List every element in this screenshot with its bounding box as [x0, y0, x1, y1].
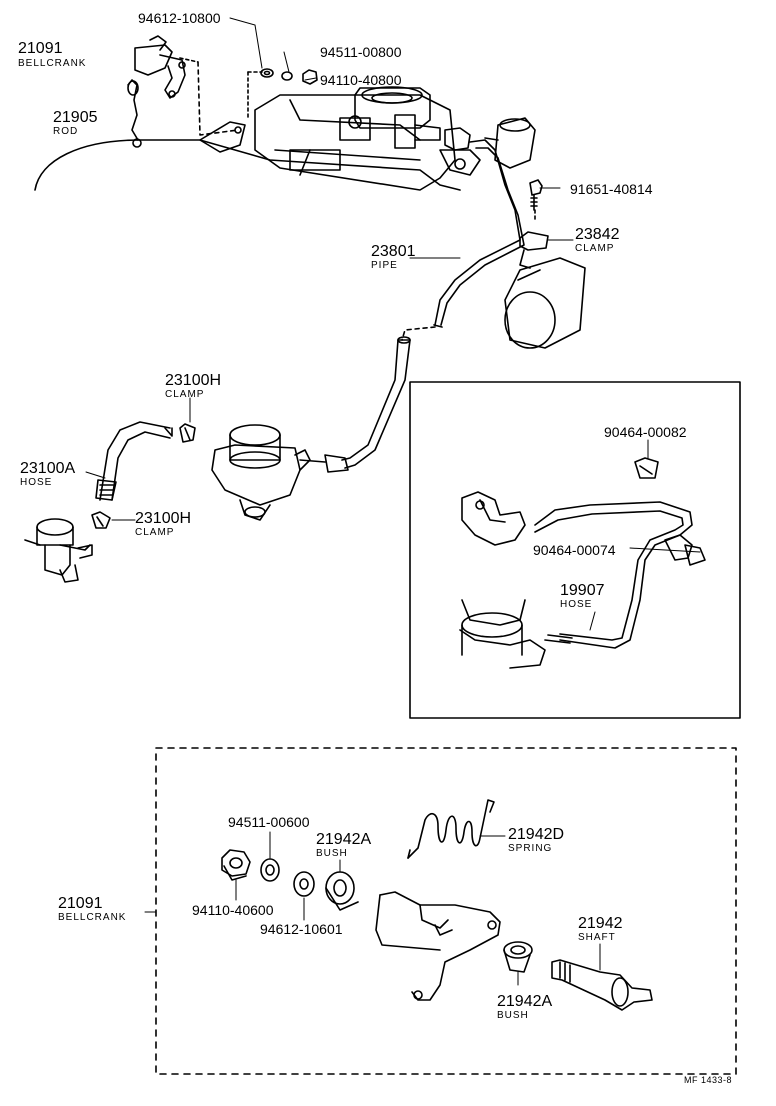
exploded-frame [155, 747, 737, 1075]
label-bellcrank-top: BELLCRANK [18, 58, 87, 69]
pipe-icon [434, 139, 521, 326]
washer-icon [293, 871, 315, 897]
label-90464-00074: 90464-00074 [533, 542, 616, 558]
bolt-icon [529, 179, 543, 196]
nut-icon [302, 69, 318, 85]
label-bellcrank-bottom: BELLCRANK [58, 912, 127, 923]
label-90464-00082: 90464-00082 [604, 424, 687, 440]
label-rod: ROD [53, 126, 79, 137]
label-23801: 23801 [371, 243, 416, 260]
label-19907: 19907 [560, 582, 605, 599]
label-94110-40600: 94110-40600 [192, 902, 274, 918]
hose-icon [99, 421, 171, 501]
label-hose-19907: HOSE [560, 599, 593, 610]
clamp-icon [634, 457, 659, 479]
clamp-icon [179, 423, 196, 443]
label-94110-40800: 94110-40800 [320, 72, 402, 88]
label-pipe: PIPE [371, 260, 398, 271]
label-hose-a: HOSE [20, 477, 53, 488]
label-spring: SPRING [508, 843, 553, 854]
label-21942a-top: 21942A [316, 831, 372, 848]
label-clamp-23842: CLAMP [575, 243, 615, 254]
spring-icon [407, 799, 495, 859]
inset-frame [409, 381, 741, 719]
label-23100h-top: 23100H [165, 372, 222, 389]
washer-icon [281, 71, 293, 81]
bellcrank-top-icon [134, 44, 173, 76]
bush-icon [325, 871, 355, 905]
label-bush-top: BUSH [316, 848, 348, 859]
carb-inset [461, 491, 526, 546]
label-clamp-bottom: CLAMP [135, 527, 175, 538]
carburetor-body [354, 87, 431, 129]
label-21905: 21905 [53, 109, 98, 126]
label-91651-40814: 91651-40814 [570, 181, 653, 197]
clamp-icon [519, 231, 549, 251]
rod-icon [127, 79, 139, 141]
shaft-icon [551, 959, 653, 1011]
vacuum-valve-icon [229, 424, 281, 446]
label-94511-00600: 94511-00600 [228, 814, 310, 830]
label-21942a-bottom: 21942A [497, 993, 553, 1010]
cylinder-part [504, 257, 586, 349]
label-23100a: 23100A [20, 460, 76, 477]
label-21091-bottom: 21091 [58, 895, 103, 912]
label-bush-bottom: BUSH [497, 1010, 529, 1021]
manifold-body [254, 94, 456, 191]
nut-icon [221, 849, 251, 877]
label-94511-00800: 94511-00800 [320, 44, 402, 60]
label-clamp-top: CLAMP [165, 389, 205, 400]
washer-icon [260, 858, 280, 882]
footer-code: MF 1433-8 [684, 1075, 733, 1085]
distributor-body [494, 117, 536, 169]
washer-icon [260, 68, 274, 78]
label-21091-top: 21091 [18, 40, 63, 57]
label-shaft: SHAFT [578, 932, 616, 943]
bush-icon [503, 941, 533, 959]
label-21942d: 21942D [508, 826, 565, 843]
label-94612-10800: 94612-10800 [138, 10, 221, 26]
manifold-outline [34, 139, 461, 191]
label-94612-10601: 94612-10601 [260, 921, 343, 937]
label-23842: 23842 [575, 226, 620, 243]
label-23100h-bottom: 23100H [135, 510, 192, 527]
label-21942: 21942 [578, 915, 623, 932]
clamp-icon [91, 511, 111, 529]
